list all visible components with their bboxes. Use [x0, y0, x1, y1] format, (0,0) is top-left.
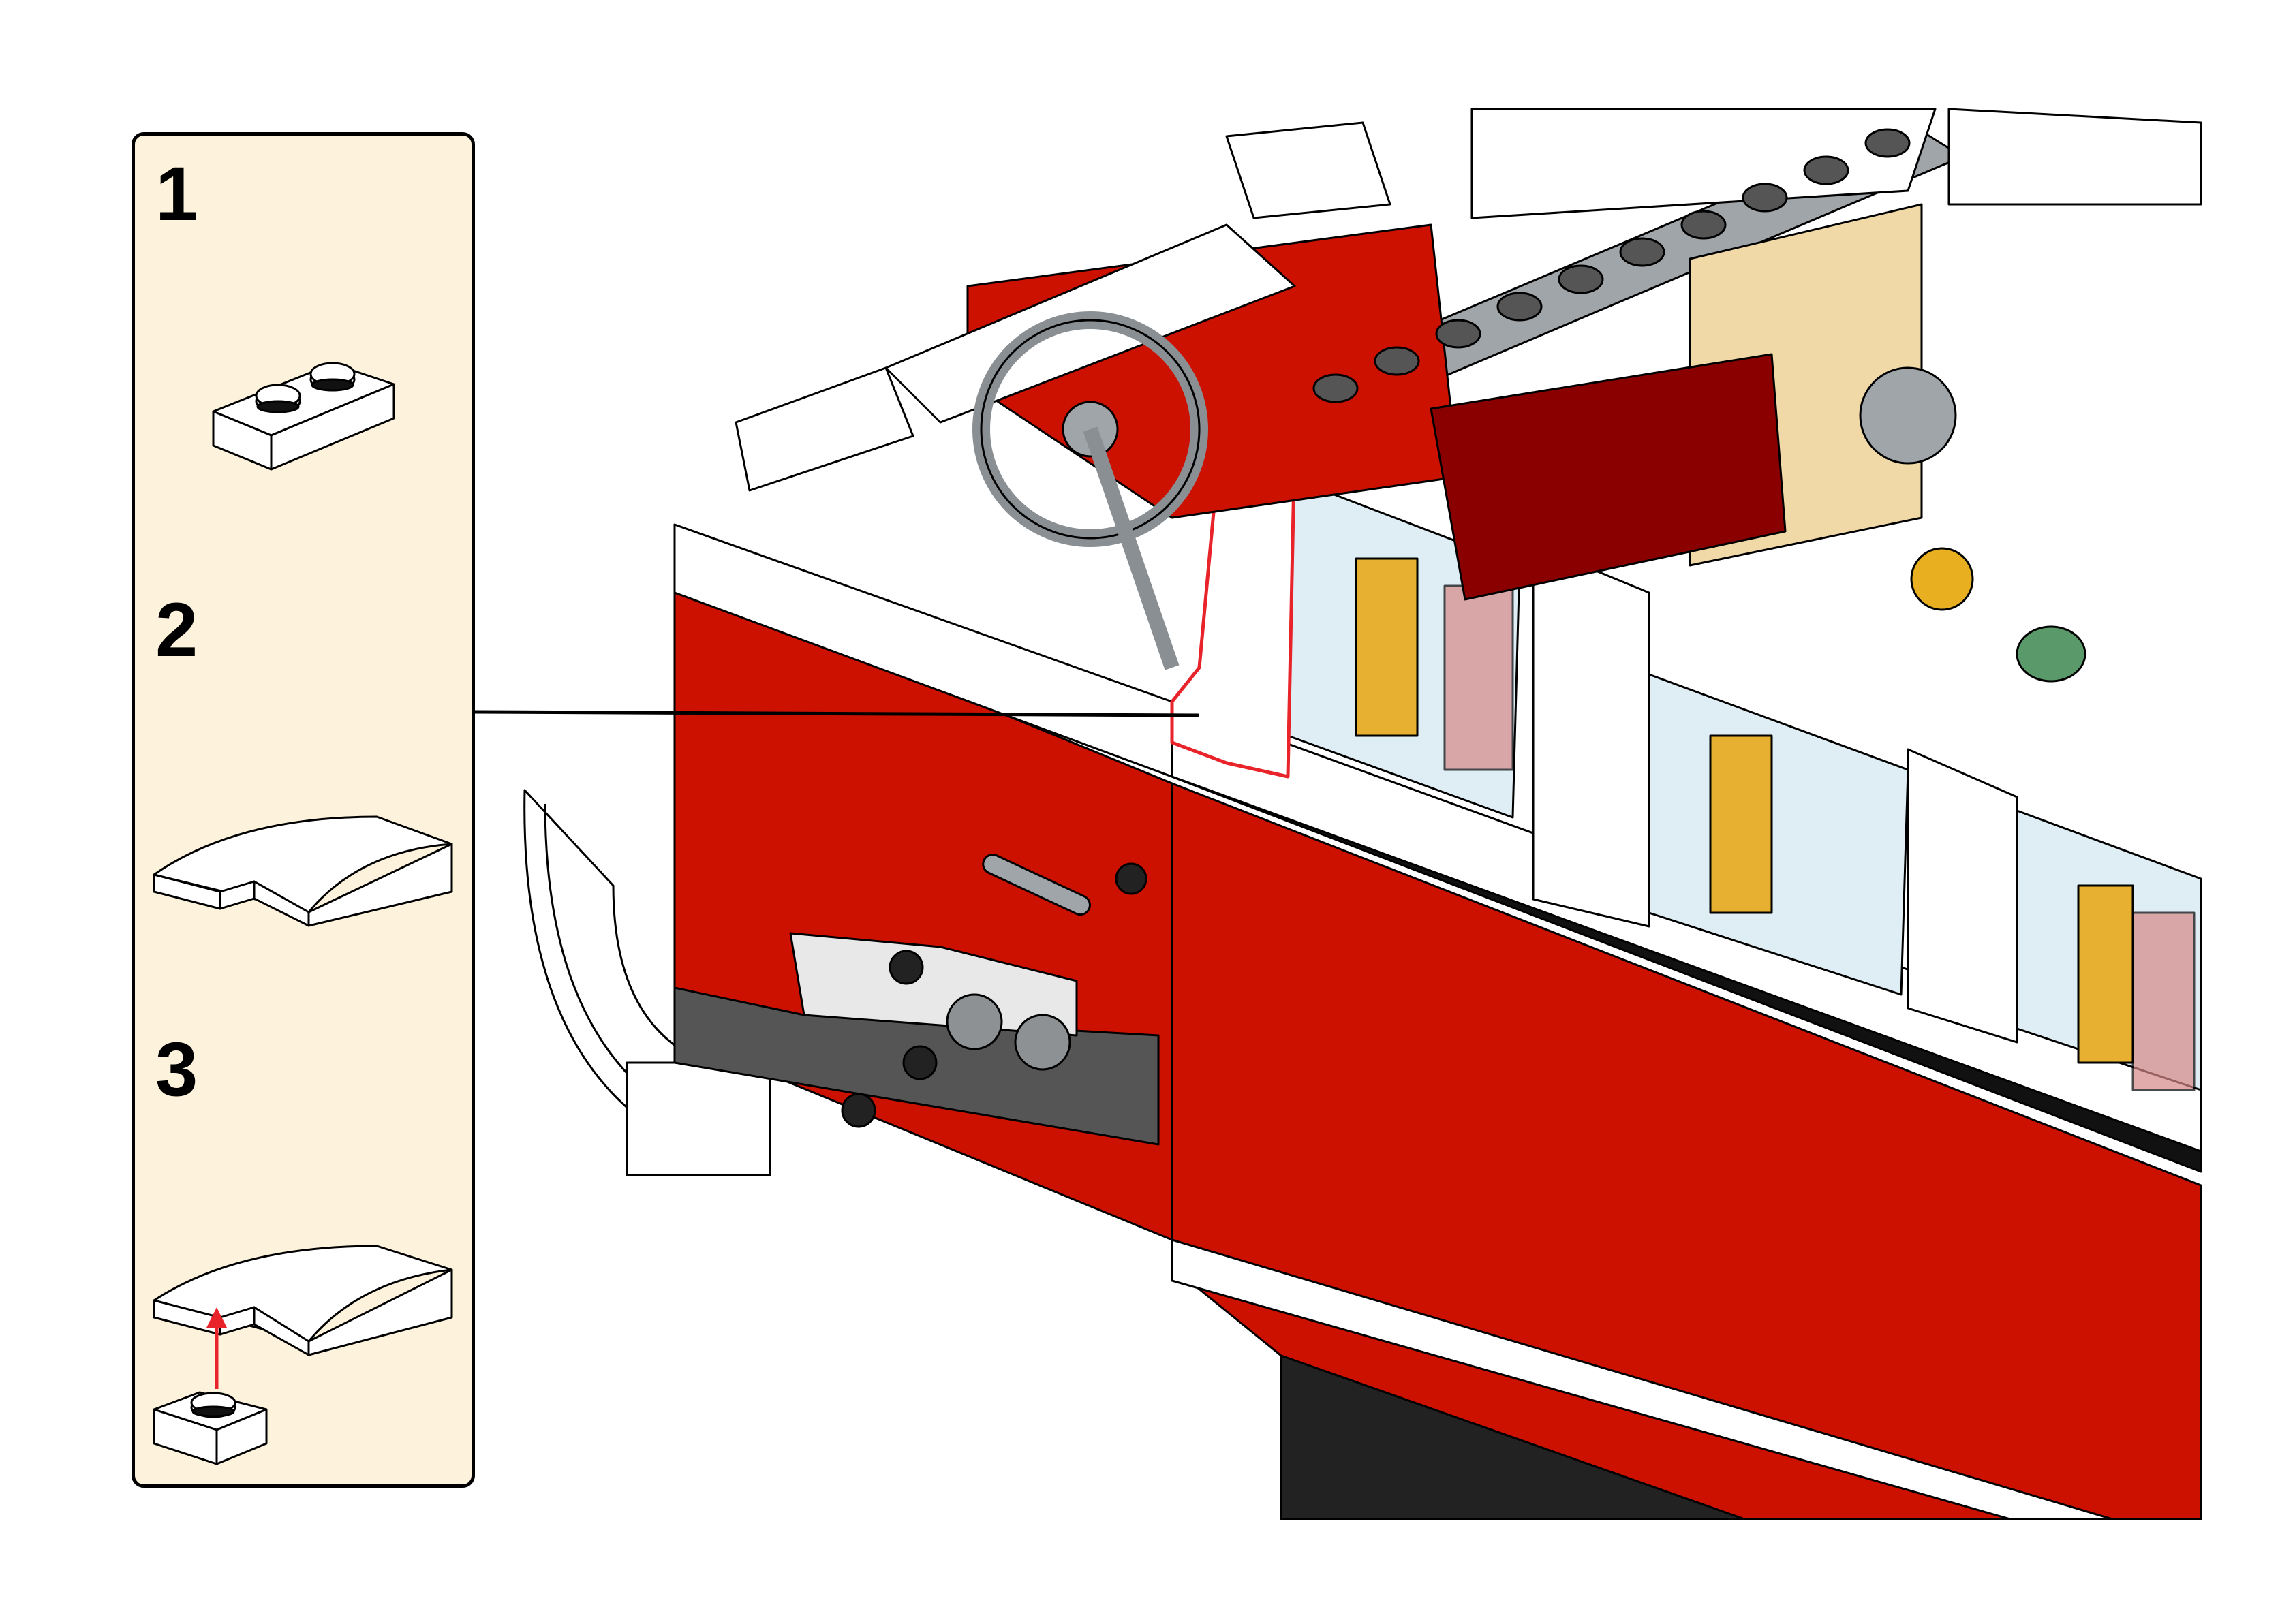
- white-curved-slope-icon: [153, 815, 453, 927]
- sub-assembly-panel: 1 2 3: [132, 132, 475, 1488]
- step-number: 2: [155, 587, 198, 672]
- step-number: 3: [155, 1027, 198, 1112]
- white-1x2-plate-icon: [212, 362, 395, 471]
- step-number: 1: [155, 151, 198, 236]
- callout-line: [474, 710, 1200, 717]
- assembly-arrow-icon: [206, 1307, 227, 1389]
- white-curved-slope-on-1x1-plate-icon: [153, 1245, 453, 1465]
